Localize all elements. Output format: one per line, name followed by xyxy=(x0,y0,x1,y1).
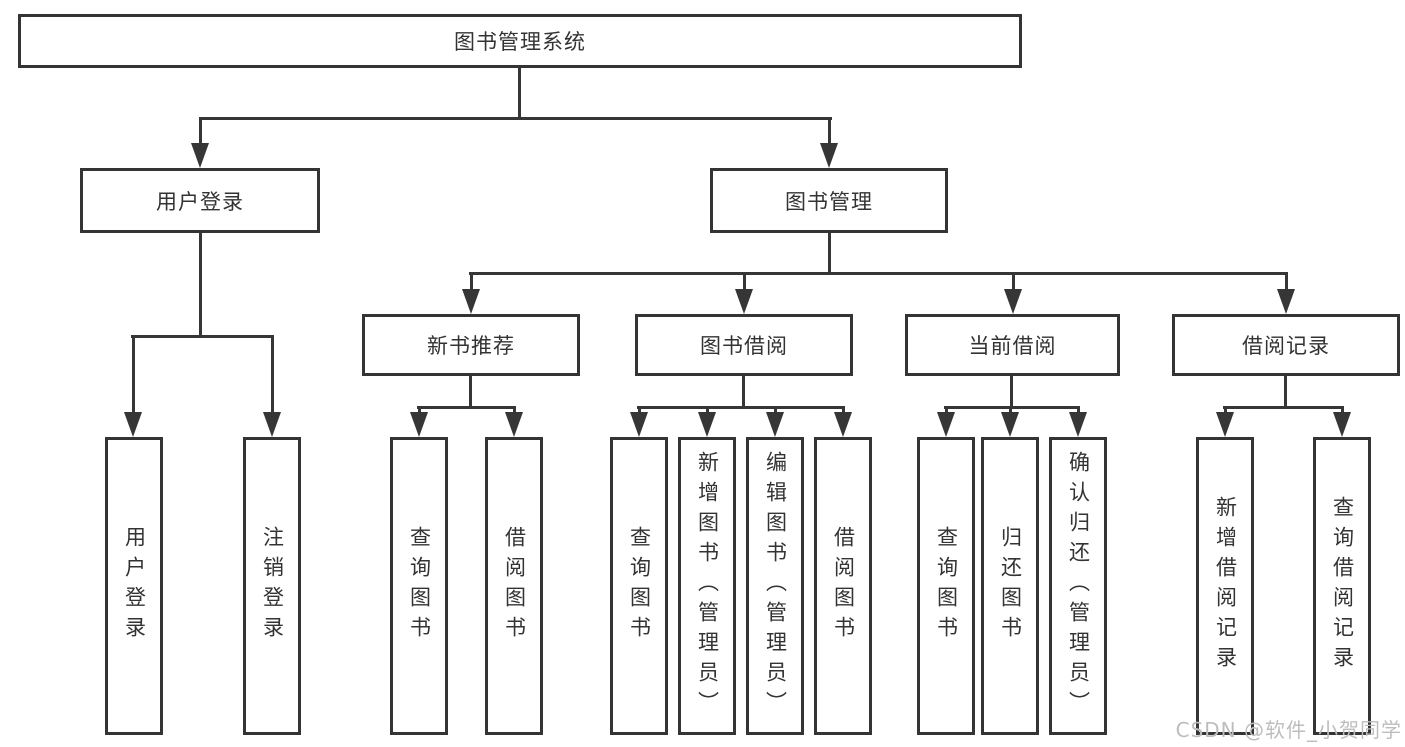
leaf-label: 查询图书 xyxy=(407,526,432,646)
connector-line xyxy=(637,406,845,409)
arrow-down-icon xyxy=(410,412,428,437)
leaf-confirm-return-admin: 确认归还（管理员） xyxy=(1049,437,1107,735)
node-book-borrowing: 图书借阅 xyxy=(635,314,853,376)
connector-arrow-stem xyxy=(1077,406,1080,415)
leaf-query-borrow-record: 查询借阅记录 xyxy=(1313,437,1371,735)
leaf-label: 归还图书 xyxy=(998,526,1023,646)
leaf-edit-book-admin: 编辑图书（管理员） xyxy=(746,437,804,735)
leaf-user-login: 用户登录 xyxy=(105,437,163,735)
leaf-borrow-books: 借阅图书 xyxy=(814,437,872,735)
arrow-down-icon xyxy=(1216,412,1234,437)
leaf-query-books-recommend: 查询图书 xyxy=(390,437,448,735)
connector-arrow-stem xyxy=(842,406,845,415)
connector-line xyxy=(131,335,274,338)
connector-line xyxy=(944,406,1080,409)
leaf-label: 确认归还（管理员） xyxy=(1066,451,1091,721)
arrow-down-icon xyxy=(1069,412,1087,437)
connector-line xyxy=(1010,376,1013,408)
arrow-down-icon xyxy=(1333,412,1351,437)
leaf-label: 注销登录 xyxy=(260,526,285,646)
arrow-down-icon xyxy=(1001,412,1019,437)
arrow-down-icon xyxy=(834,412,852,437)
leaf-label: 借阅图书 xyxy=(831,526,856,646)
connector-line xyxy=(828,233,831,274)
node-label: 当前借阅 xyxy=(968,334,1057,358)
arrow-down-icon xyxy=(698,412,716,437)
connector-line xyxy=(1223,406,1344,409)
connector-arrow-stem xyxy=(638,406,641,415)
leaf-label: 编辑图书（管理员） xyxy=(763,451,788,721)
arrow-down-icon xyxy=(820,143,838,168)
node-label: 用户登录 xyxy=(156,189,244,214)
arrow-down-icon xyxy=(124,412,142,437)
arrow-down-icon xyxy=(1277,289,1295,314)
arrow-down-icon xyxy=(937,412,955,437)
node-label: 图书借阅 xyxy=(700,334,788,358)
node-borrowing-records: 借阅记录 xyxy=(1172,314,1400,376)
node-label: 图书管理系统 xyxy=(454,30,586,54)
arrow-down-icon xyxy=(462,289,480,314)
node-library-management-system: 图书管理系统 xyxy=(18,14,1022,68)
connector-arrow-stem xyxy=(1224,406,1227,415)
connector-line xyxy=(199,117,832,120)
arrow-down-icon xyxy=(263,412,281,437)
connector-line xyxy=(469,376,472,408)
connector-arrow-stem xyxy=(199,117,202,146)
node-label: 图书管理 xyxy=(785,189,873,214)
node-current-borrowing: 当前借阅 xyxy=(905,314,1120,376)
leaf-label: 新增借阅记录 xyxy=(1213,496,1238,676)
leaf-label: 查询借阅记录 xyxy=(1330,496,1355,676)
connector-arrow-stem xyxy=(945,406,948,415)
connector-arrow-stem xyxy=(418,406,421,415)
connector-arrow-stem xyxy=(828,117,831,146)
connector-line xyxy=(1284,376,1287,408)
arrow-down-icon xyxy=(735,289,753,314)
connector-line xyxy=(199,233,202,337)
leaf-label: 借阅图书 xyxy=(502,526,527,646)
connector-arrow-stem xyxy=(706,406,709,415)
leaf-add-borrow-record: 新增借阅记录 xyxy=(1196,437,1254,735)
connector-arrow-stem xyxy=(132,335,135,415)
arrow-down-icon xyxy=(191,143,209,168)
node-user-login: 用户登录 xyxy=(80,168,320,233)
connector-arrow-stem xyxy=(1009,406,1012,415)
node-label: 借阅记录 xyxy=(1242,334,1330,358)
connector-arrow-stem xyxy=(1012,272,1015,292)
watermark: CSDN @软件_小贺同学 xyxy=(1175,718,1402,742)
node-new-book-recommendation: 新书推荐 xyxy=(362,314,580,376)
leaf-add-book-admin: 新增图书（管理员） xyxy=(678,437,736,735)
connector-arrow-stem xyxy=(1341,406,1344,415)
connector-line xyxy=(417,406,516,409)
leaf-return-book: 归还图书 xyxy=(981,437,1039,735)
leaf-label: 查询图书 xyxy=(627,526,652,646)
arrow-down-icon xyxy=(1004,289,1022,314)
connector-arrow-stem xyxy=(774,406,777,415)
leaf-label: 查询图书 xyxy=(934,526,959,646)
connector-arrow-stem xyxy=(470,272,473,292)
leaf-query-books-borrow: 查询图书 xyxy=(610,437,668,735)
connector-arrow-stem xyxy=(1285,272,1288,292)
node-label: 新书推荐 xyxy=(427,334,515,358)
connector-arrow-stem xyxy=(743,272,746,292)
arrow-down-icon xyxy=(766,412,784,437)
connector-arrow-stem xyxy=(513,406,516,415)
connector-arrow-stem xyxy=(271,335,274,415)
connector-line xyxy=(518,68,521,119)
arrow-down-icon xyxy=(505,412,523,437)
node-book-management: 图书管理 xyxy=(710,168,948,233)
leaf-query-books-current: 查询图书 xyxy=(917,437,975,735)
leaf-logout: 注销登录 xyxy=(243,437,301,735)
leaf-borrow-books-recommend: 借阅图书 xyxy=(485,437,543,735)
leaf-label: 用户登录 xyxy=(122,526,147,646)
connector-line xyxy=(742,376,745,408)
leaf-label: 新增图书（管理员） xyxy=(695,451,720,721)
arrow-down-icon xyxy=(630,412,648,437)
connector-line xyxy=(469,272,1288,275)
